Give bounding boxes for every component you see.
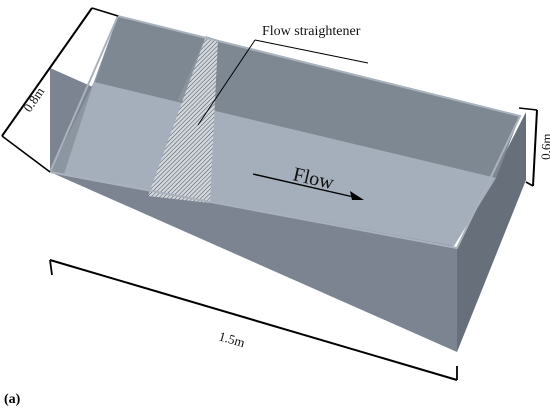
dim-length-tick-left — [49, 259, 53, 276]
label-flow-straightener: Flow straightener — [262, 24, 361, 39]
dim-width-tick-bottom — [1, 135, 51, 173]
flow-straightener — [148, 36, 218, 203]
subfigure-label: (a) — [4, 392, 21, 407]
tank-floor-front — [64, 82, 496, 246]
label-dim-width: 0.8m — [20, 84, 47, 114]
flow-arrow-line — [252, 173, 359, 199]
label-dim-depth: 0.6m — [538, 133, 550, 160]
tank-right-face — [457, 112, 526, 352]
label-dim-length: 1.5m — [217, 328, 246, 350]
dim-width-line — [1, 7, 93, 137]
flow-arrow-head — [350, 191, 364, 200]
dim-depth-tick-bottom — [525, 181, 534, 187]
dim-length-line — [49, 259, 458, 381]
dim-width-tick-top — [91, 7, 119, 17]
tank-rim — [49, 14, 522, 250]
dim-depth-tick-top — [518, 107, 538, 111]
leader-underline — [254, 39, 369, 64]
leader-line — [197, 39, 256, 126]
dim-depth-line — [532, 109, 538, 187]
